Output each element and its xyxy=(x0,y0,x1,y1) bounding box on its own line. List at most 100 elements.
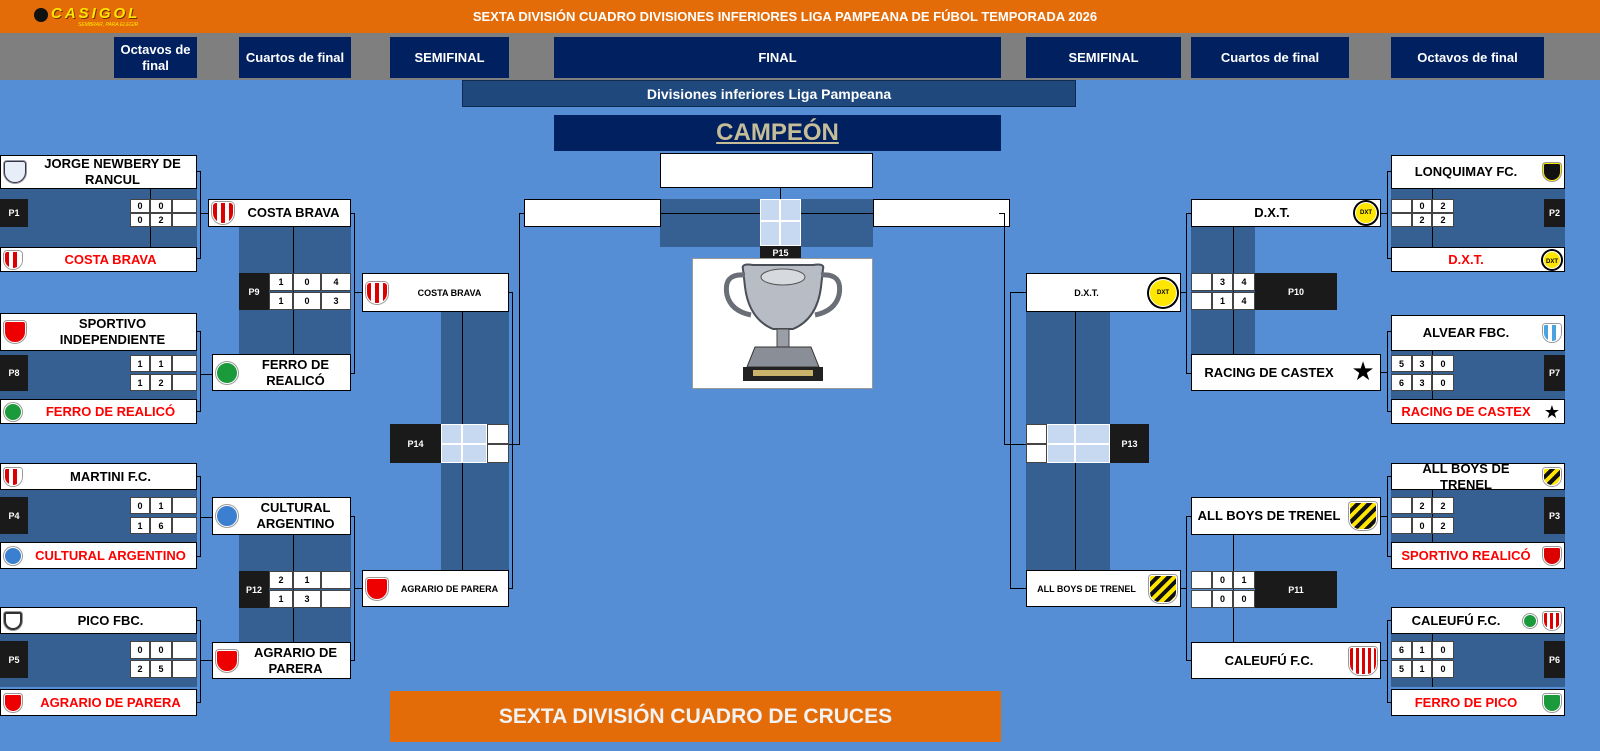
all-boys-crest-icon xyxy=(1149,574,1177,603)
score-cell: 0 xyxy=(1212,571,1233,589)
score-cell xyxy=(1191,292,1212,310)
score-cell: 6 xyxy=(150,517,172,534)
connector-line xyxy=(509,292,513,293)
score-cell: 3 xyxy=(1212,273,1233,291)
match-label-p14: P14 xyxy=(390,424,441,463)
score-cell: 4 xyxy=(1233,292,1255,310)
score-cell xyxy=(441,424,462,444)
team-slot: JORGE NEWBERY DE RANCUL xyxy=(0,155,197,189)
champion-slot xyxy=(660,153,873,188)
connector-line xyxy=(1381,516,1388,517)
connector-line xyxy=(1010,292,1011,588)
final-right-slot xyxy=(873,199,1010,227)
champion-label: CAMPEÓN xyxy=(554,115,1001,151)
team-slot: ALL BOYS DE TRENEL xyxy=(1191,497,1381,535)
connector-line xyxy=(197,331,201,332)
trophy-cup-icon xyxy=(723,263,843,381)
connector-line xyxy=(1387,556,1391,557)
score-cell: 1 xyxy=(150,355,172,372)
all-boys-crest-icon xyxy=(1543,467,1561,486)
score-cell: 2 xyxy=(1412,213,1432,227)
team-slot: COSTA BRAVA xyxy=(208,199,351,227)
connector-line xyxy=(354,292,362,293)
connector-line xyxy=(519,213,524,214)
costa-brava-crest-icon xyxy=(4,250,22,269)
header-final: FINAL xyxy=(554,37,1001,78)
ferro-realico-crest-icon xyxy=(216,361,238,384)
agrario-parera-crest-icon xyxy=(4,693,22,712)
score-cell xyxy=(1075,424,1110,444)
connector-line xyxy=(1010,588,1026,589)
score-cell: 2 xyxy=(130,660,150,678)
connector-line xyxy=(1381,372,1388,373)
team-slot-winner: D.X.T. DXT xyxy=(1391,247,1565,272)
score-cell: 0 xyxy=(1432,641,1454,659)
match-label-p11: P11 xyxy=(1255,571,1337,608)
match-label-p7: P7 xyxy=(1544,355,1565,391)
score-cell xyxy=(1026,444,1047,463)
match-label-p3: P3 xyxy=(1544,497,1565,534)
score-cell xyxy=(172,213,197,227)
connector-line xyxy=(1181,292,1187,293)
connector-line xyxy=(512,292,513,588)
score-cell: 0 xyxy=(130,497,150,514)
connector-line xyxy=(509,588,513,589)
connector-line xyxy=(197,556,201,557)
connector-line xyxy=(509,444,520,445)
connector-line xyxy=(1381,213,1388,214)
score-cell: 0 xyxy=(130,641,150,659)
agrario-parera-crest-icon xyxy=(366,577,388,600)
match-label-p13: P13 xyxy=(1110,424,1149,463)
connector-line xyxy=(1387,331,1388,411)
alvear-crest-icon xyxy=(1543,324,1561,342)
match-label-p2: P2 xyxy=(1544,199,1565,227)
header-left-octavos: Octavos de final xyxy=(114,37,197,78)
title-bar: CASIGOL SEMBRAR, PARA ELEGIR SEXTA DIVIS… xyxy=(0,0,1600,33)
score-cell xyxy=(462,424,487,444)
connector-line xyxy=(197,702,201,703)
score-cell xyxy=(1191,273,1212,291)
connector-line xyxy=(1186,213,1187,373)
score-cell xyxy=(1026,424,1047,444)
score-cell: 2 xyxy=(1432,497,1454,514)
match-label-p4: P4 xyxy=(0,497,28,534)
team-slot: AGRARIO DE PARERA xyxy=(362,570,509,607)
soccer-ball-icon xyxy=(34,8,48,22)
jorge-newbery-crest-icon xyxy=(4,161,26,183)
score-cell: 3 xyxy=(293,590,321,608)
score-cell: 2 xyxy=(1432,199,1454,213)
score-cell: 2 xyxy=(1432,213,1454,227)
connector-line xyxy=(200,517,212,518)
connector-line xyxy=(519,213,520,445)
casigol-logo: CASIGOL SEMBRAR, PARA ELEGIR xyxy=(34,6,140,28)
score-cell: 4 xyxy=(1233,273,1255,291)
score-cell: 2 xyxy=(1412,497,1432,514)
cultural-argentino-crest-icon xyxy=(216,505,238,527)
header-right-octavos: Octavos de final xyxy=(1391,37,1544,78)
score-cell: 0 xyxy=(150,641,172,659)
team-slot: CALEUFÚ F.C. xyxy=(1191,642,1381,679)
score-cell xyxy=(172,199,197,213)
score-cell xyxy=(1047,444,1075,463)
team-slot: MARTINI F.C. xyxy=(0,463,197,490)
connector-line xyxy=(1381,660,1388,661)
score-cell: 2 xyxy=(150,213,172,227)
connector-line xyxy=(1387,331,1391,332)
caleufu-crest-icon xyxy=(1543,611,1561,630)
connector-line xyxy=(200,331,201,411)
score-cell xyxy=(321,571,351,589)
score-cell: 0 xyxy=(1432,355,1454,372)
team-slot: ALVEAR FBC. xyxy=(1391,315,1565,351)
final-score-cell xyxy=(780,199,801,221)
martini-crest-icon xyxy=(4,467,22,486)
score-cell: 1 xyxy=(1233,571,1255,589)
ferro-pico-crest-icon xyxy=(1543,693,1561,712)
score-cell: 3 xyxy=(1412,374,1432,391)
connector-line xyxy=(197,171,201,172)
team-slot: CULTURAL ARGENTINO xyxy=(212,497,351,535)
match-label-p10: P10 xyxy=(1255,273,1337,310)
costa-brava-crest-icon xyxy=(366,281,388,304)
score-cell xyxy=(1391,497,1412,514)
connector-line xyxy=(197,411,201,412)
score-cell xyxy=(1047,424,1075,444)
